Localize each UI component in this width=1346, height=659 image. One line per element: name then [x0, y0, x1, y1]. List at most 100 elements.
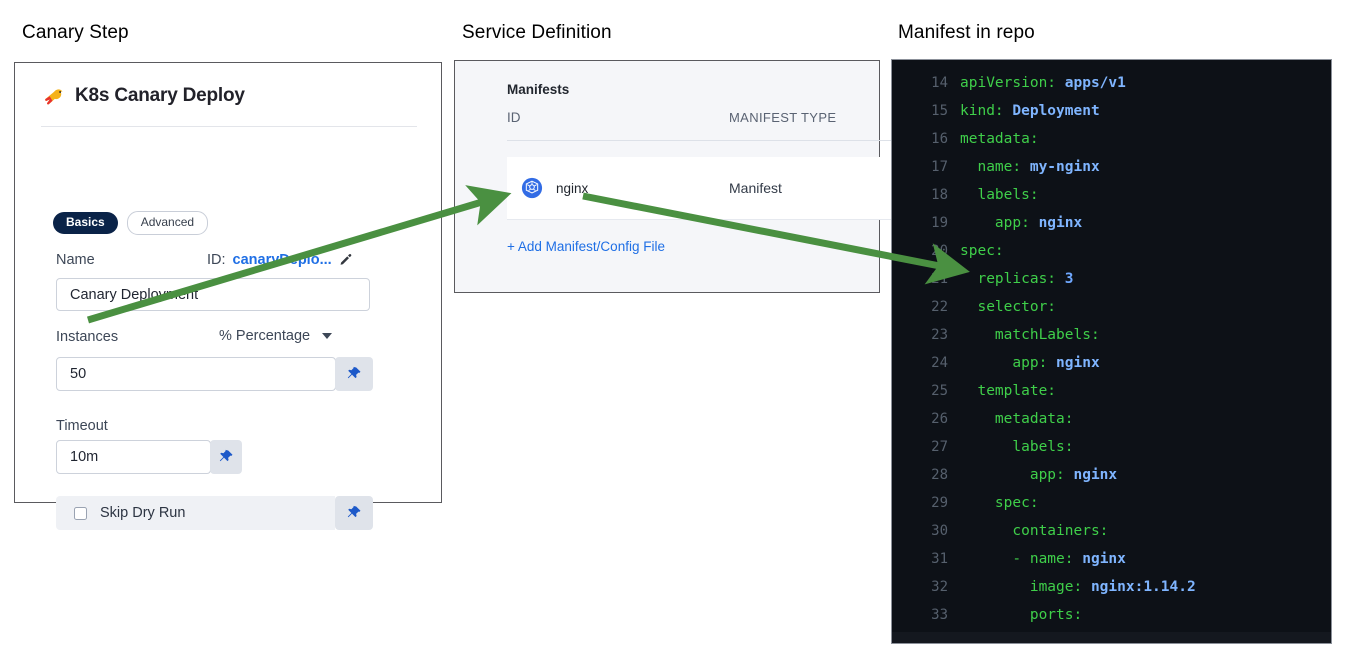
line-number: 30 — [931, 523, 948, 539]
line-number: 21 — [931, 271, 948, 287]
instances-input[interactable]: 50 — [56, 357, 336, 391]
canary-bird-icon — [45, 89, 63, 105]
code-line-32: 32 image: nginx:1.14.2 — [892, 573, 1331, 601]
canary-step-panel: K8s Canary Deploy Basics Advanced Name I… — [14, 62, 442, 530]
caption-service-definition: Service Definition — [462, 22, 612, 43]
line-number: 25 — [931, 383, 948, 399]
code-line-23: 23 matchLabels: — [892, 321, 1331, 349]
code-text: kind: Deployment — [960, 103, 1100, 119]
id-value[interactable]: canaryDeplo... — [232, 252, 332, 268]
instances-mode-value: % Percentage — [219, 328, 311, 344]
code-text: name: my-nginx — [960, 159, 1100, 175]
code-text: metadata: — [960, 411, 1074, 427]
pin-icon — [347, 366, 361, 379]
code-text: app: nginx — [960, 467, 1118, 483]
line-number: 19 — [931, 215, 948, 231]
pin-button-timeout[interactable] — [210, 440, 242, 474]
code-line-18: 18 labels: — [892, 181, 1331, 209]
chevron-down-icon — [322, 333, 333, 339]
code-line-20: 20 spec: — [892, 237, 1331, 265]
code-line-29: 29 spec: — [892, 489, 1331, 517]
code-line-16: 16 metadata: — [892, 125, 1331, 153]
tab-advanced[interactable]: Advanced — [126, 211, 209, 235]
line-number: 29 — [931, 495, 948, 511]
table-header-divider — [507, 140, 897, 141]
line-number: 26 — [931, 411, 948, 427]
code-text: spec: — [960, 243, 1004, 259]
line-number: 20 — [931, 243, 948, 259]
code-line-21: 21 replicas: 3 — [892, 265, 1331, 293]
line-number: 17 — [931, 159, 948, 175]
skip-dry-run-row[interactable]: Skip Dry Run — [56, 496, 335, 530]
manifests-title: Manifests — [507, 82, 570, 97]
skip-dry-run-checkbox[interactable] — [74, 506, 87, 520]
line-number: 15 — [931, 103, 948, 119]
code-line-15: 15 kind: Deployment — [892, 97, 1331, 125]
code-text: image: nginx:1.14.2 — [960, 579, 1196, 595]
code-text: metadata: — [960, 131, 1039, 147]
code-text: labels: — [960, 439, 1074, 455]
pin-button-instances[interactable] — [335, 357, 373, 391]
code-text: spec: — [960, 495, 1039, 511]
table-row[interactable]: nginx Manifest — [507, 157, 899, 220]
line-number: 23 — [931, 327, 948, 343]
code-line-19: 19 app: nginx — [892, 209, 1331, 237]
line-number: 16 — [931, 131, 948, 147]
skip-dry-run-label: Skip Dry Run — [100, 505, 186, 521]
code-text: matchLabels: — [960, 327, 1100, 343]
instances-label: Instances — [56, 329, 119, 345]
pencil-icon[interactable] — [339, 253, 353, 267]
code-line-25: 25 template: — [892, 377, 1331, 405]
code-line-22: 22 selector: — [892, 293, 1331, 321]
service-definition-panel: Manifests ID MANIFEST TYPE — [454, 60, 899, 293]
code-text: template: — [960, 383, 1057, 399]
pin-icon — [219, 449, 233, 462]
code-text: app: nginx — [960, 355, 1100, 371]
code-line-31: 31 - name: nginx — [892, 545, 1331, 573]
code-line-30: 30 containers: — [892, 517, 1331, 545]
column-header-manifest-type: MANIFEST TYPE — [729, 110, 837, 125]
code-line-27: 27 labels: — [892, 433, 1331, 461]
timeout-input[interactable]: 10m — [56, 440, 211, 474]
step-id-row: ID: canaryDeplo... — [207, 252, 353, 268]
code-text: - name: nginx — [960, 551, 1126, 567]
code-text: replicas: 3 — [960, 271, 1074, 287]
column-header-id: ID — [507, 110, 521, 125]
code-line-24: 24 app: nginx — [892, 349, 1331, 377]
pin-icon — [347, 505, 361, 518]
code-text: containers: — [960, 523, 1109, 539]
kubernetes-icon — [521, 177, 543, 199]
tab-group: Basics Advanced — [53, 211, 209, 235]
instances-mode-select[interactable]: % Percentage — [219, 328, 333, 344]
manifest-id: nginx — [556, 180, 589, 196]
manifest-type: Manifest — [729, 180, 782, 196]
timeout-label: Timeout — [56, 418, 108, 434]
line-number: 32 — [931, 579, 948, 595]
line-number: 28 — [931, 467, 948, 483]
id-prefix-label: ID: — [207, 252, 226, 268]
pin-button-skip-dry-run[interactable] — [335, 496, 373, 530]
line-number: 18 — [931, 187, 948, 203]
tab-basics[interactable]: Basics — [53, 212, 118, 234]
manifests-section: Manifests ID MANIFEST TYPE — [473, 61, 899, 292]
horizontal-scrollbar[interactable] — [892, 632, 1331, 643]
caption-manifest-in-repo: Manifest in repo — [898, 22, 1035, 43]
line-number: 31 — [931, 551, 948, 567]
card-title: K8s Canary Deploy — [75, 85, 245, 106]
line-number: 22 — [931, 299, 948, 315]
timeout-input-value: 10m — [70, 449, 99, 465]
name-input[interactable]: Canary Deployment — [56, 278, 370, 311]
name-input-value: Canary Deployment — [70, 286, 199, 303]
code-line-28: 28 app: nginx — [892, 461, 1331, 489]
line-number: 24 — [931, 355, 948, 371]
line-number: 33 — [931, 607, 948, 623]
code-text: labels: — [960, 187, 1039, 203]
add-manifest-link[interactable]: + Add Manifest/Config File — [507, 239, 665, 254]
code-text: selector: — [960, 299, 1057, 315]
code-text: ports: — [960, 607, 1083, 623]
code-text: apiVersion: apps/v1 — [960, 75, 1126, 91]
header-divider — [41, 126, 417, 127]
